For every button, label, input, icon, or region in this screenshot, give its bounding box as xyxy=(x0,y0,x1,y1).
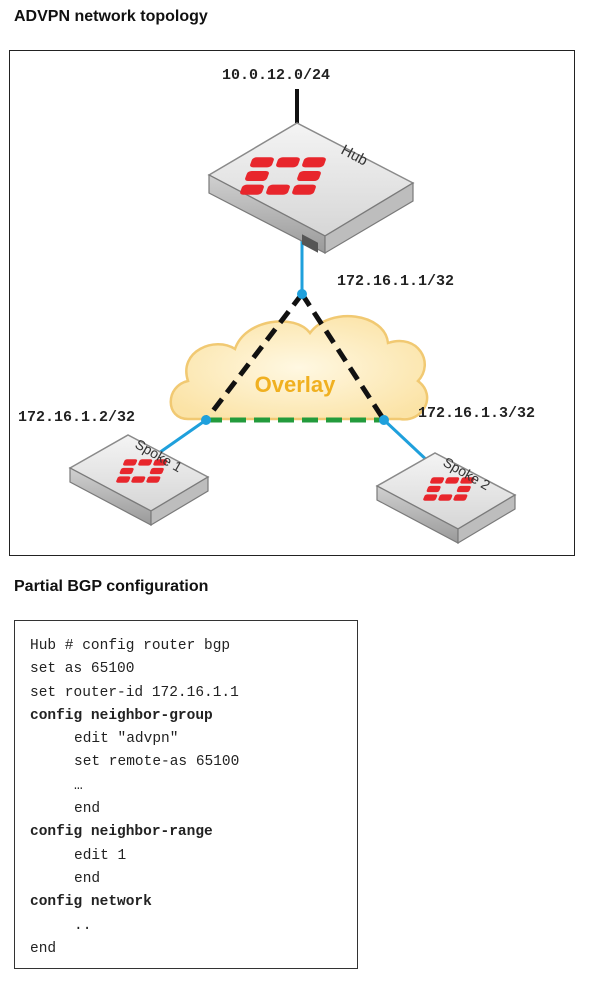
topology-heading: ADVPN network topology xyxy=(14,8,208,25)
config-line: config network xyxy=(30,894,152,911)
config-line: set router-id 172.16.1.1 xyxy=(30,684,239,701)
spoke1-device: Spoke 1 xyxy=(68,434,210,527)
topology-diagram: 10.0.12.0/24 Overlay xyxy=(9,50,575,556)
spoke2-ip-label: 172.16.1.3/32 xyxy=(418,405,535,422)
hub-ip-label: 172.16.1.1/32 xyxy=(337,273,454,290)
hub-fortinet-logo xyxy=(240,157,326,195)
config-heading: Partial BGP configuration xyxy=(14,578,209,595)
hub-spoke2-tunnel xyxy=(299,292,387,422)
overlay-label: Overlay xyxy=(255,372,336,397)
config-line: end xyxy=(74,801,101,818)
spoke2-device: Spoke 2 xyxy=(375,452,517,545)
config-line: config neighbor-range xyxy=(30,824,213,841)
config-line: … xyxy=(74,777,83,794)
config-line: end xyxy=(74,870,101,887)
overlay-cloud xyxy=(169,314,429,421)
spoke1-endpoint xyxy=(201,415,211,425)
lan-subnet-label: 10.0.12.0/24 xyxy=(222,67,330,84)
config-line: end xyxy=(30,940,57,957)
spoke1-ip-label: 172.16.1.2/32 xyxy=(18,409,135,426)
config-line: config neighbor-group xyxy=(30,707,213,724)
config-line: set remote-as 65100 xyxy=(74,754,240,771)
spoke1-fortinet-logo xyxy=(116,459,168,483)
hub-endpoint xyxy=(297,289,307,299)
spoke2-link xyxy=(382,418,434,467)
config-line: set as 65100 xyxy=(30,661,135,678)
config-line: edit "advpn" xyxy=(74,731,179,748)
spoke1-link xyxy=(155,418,207,457)
spoke2-endpoint xyxy=(379,415,389,425)
config-line: edit 1 xyxy=(74,847,127,864)
spoke2-fortinet-logo xyxy=(423,477,475,501)
hub-device: Hub xyxy=(207,122,415,255)
config-line: .. xyxy=(74,917,92,934)
config-line: Hub # config router bgp xyxy=(30,638,231,654)
hub-spoke1-tunnel xyxy=(204,292,304,422)
bgp-config-box: Hub # config router bgp set as 65100 set r… xyxy=(14,620,358,969)
